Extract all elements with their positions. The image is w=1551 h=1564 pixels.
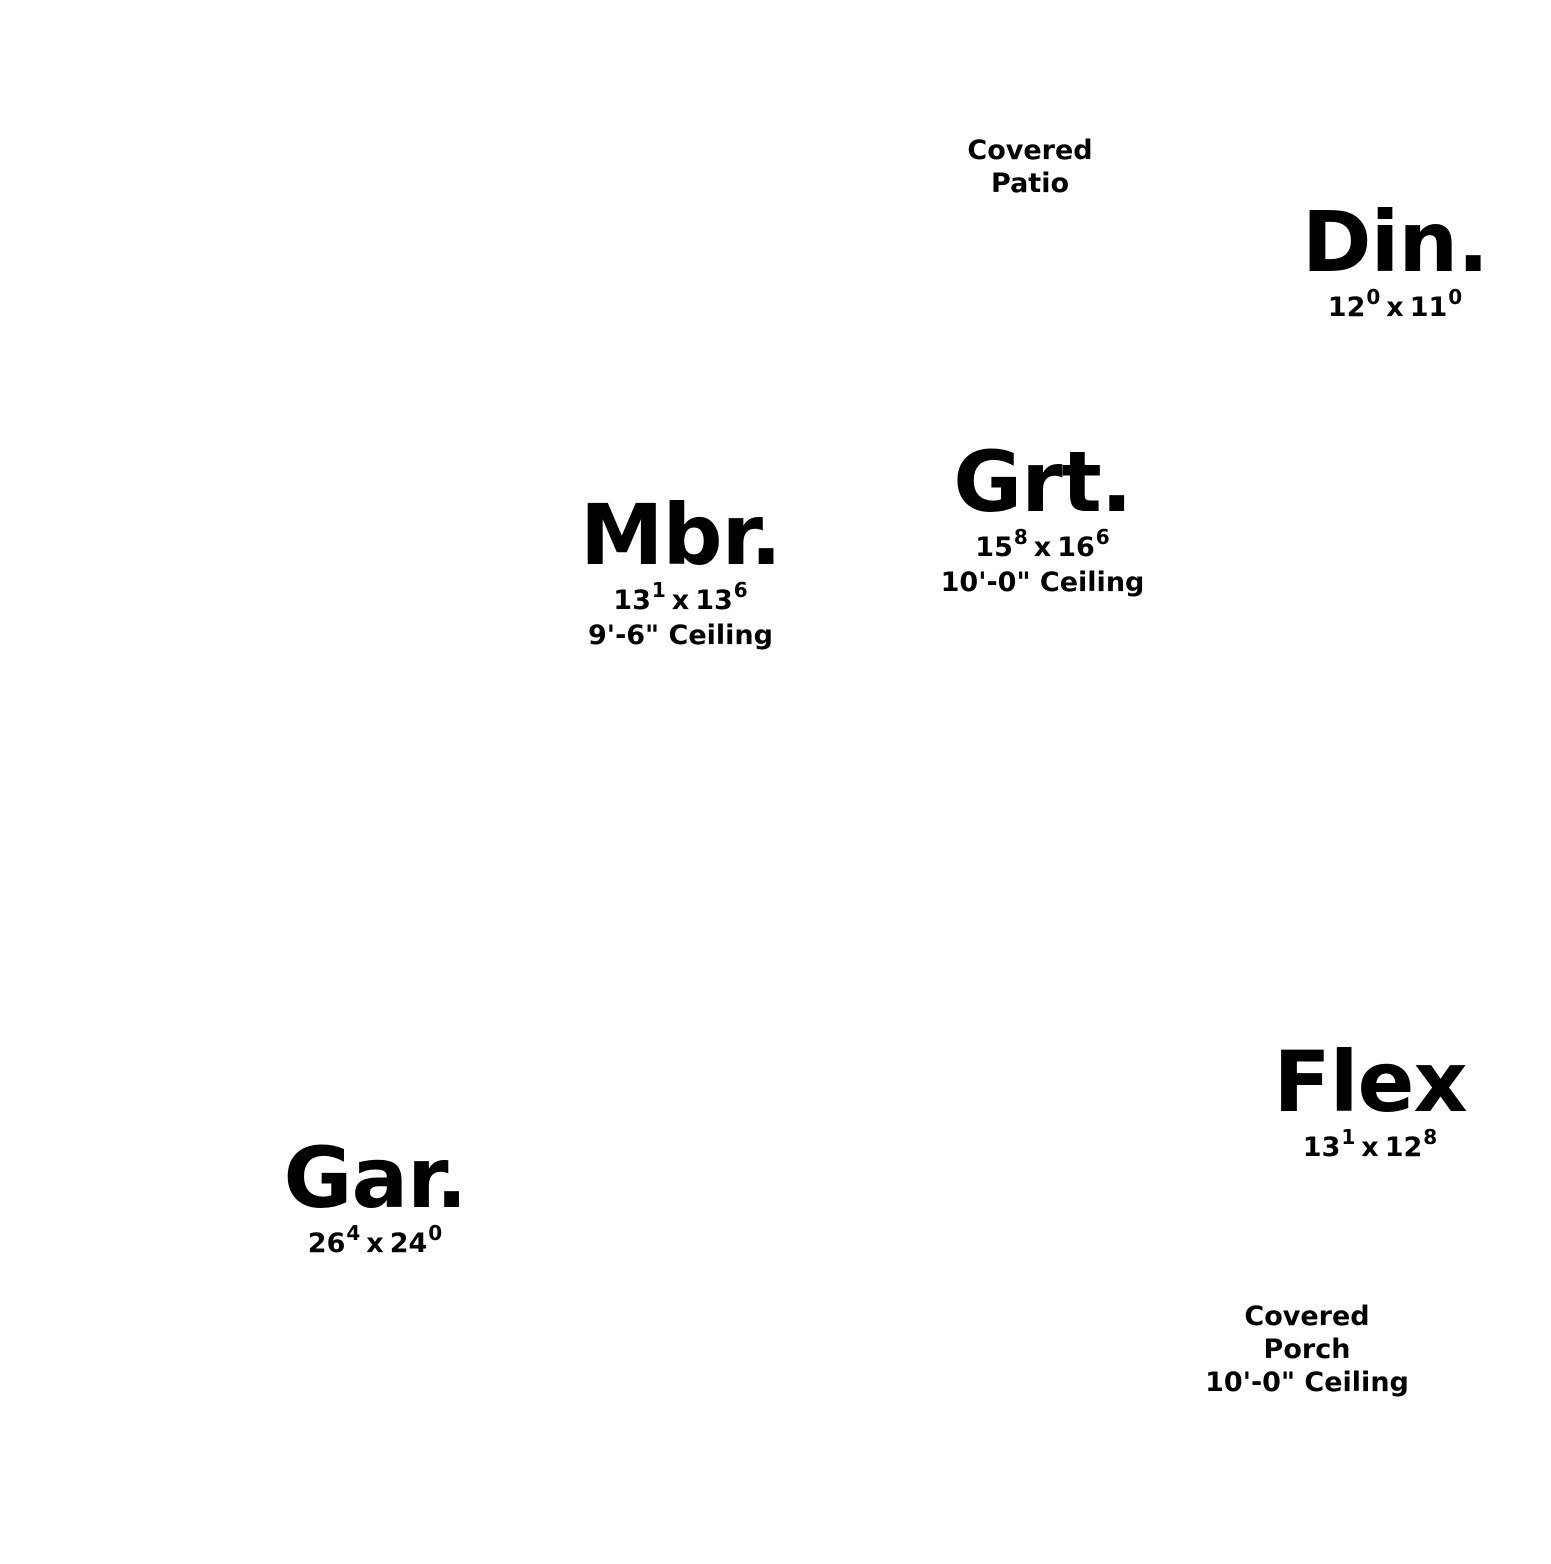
room-name: Mbr. xyxy=(579,486,782,584)
dim-width: 13 xyxy=(613,585,651,616)
covered-patio-label: Covered Patio xyxy=(930,134,1130,200)
dim-width-inches: 0 xyxy=(1366,285,1381,309)
dim-width: 12 xyxy=(1327,292,1366,323)
room-ceiling-height: 10'-0" Ceiling xyxy=(940,567,1145,598)
dim-width-inches: 1 xyxy=(651,578,666,602)
dim-separator: x xyxy=(1033,532,1052,563)
dim-length: 11 xyxy=(1409,292,1448,323)
dim-length-inches: 6 xyxy=(1095,525,1110,549)
dim-width: 13 xyxy=(1302,1132,1341,1163)
dim-width: 26 xyxy=(307,1228,346,1259)
room-ceiling-height: 9'-6" Ceiling xyxy=(588,620,773,651)
dim-separator: x xyxy=(1361,1132,1379,1163)
covered-porch-line1: Covered xyxy=(1244,1301,1370,1332)
dim-width-inches: 8 xyxy=(1013,525,1028,549)
dim-separator: x xyxy=(671,585,690,616)
room-name: Flex xyxy=(1273,1033,1467,1131)
dim-separator: x xyxy=(366,1228,384,1259)
covered-porch-line2: Porch xyxy=(1263,1334,1351,1365)
dim-length: 13 xyxy=(695,585,733,616)
dim-length-inches: 8 xyxy=(1423,1125,1438,1149)
covered-porch-label: Covered Porch 10'-0" Ceiling xyxy=(1182,1300,1432,1399)
dim-length-inches: 6 xyxy=(733,578,748,602)
dim-length: 24 xyxy=(389,1228,428,1259)
room-name: Grt. xyxy=(953,433,1132,531)
room-name: Gar. xyxy=(283,1129,468,1227)
covered-patio-line1: Covered xyxy=(967,135,1093,166)
dim-width: 15 xyxy=(975,532,1013,563)
dim-length: 12 xyxy=(1384,1132,1423,1163)
room-name: Din. xyxy=(1301,193,1489,291)
covered-porch-ceiling: 10'-0" Ceiling xyxy=(1205,1367,1409,1398)
covered-patio-line2: Patio xyxy=(991,168,1069,199)
dim-width-inches: 4 xyxy=(346,1221,361,1245)
dim-length-inches: 0 xyxy=(428,1221,443,1245)
dim-length: 16 xyxy=(1057,532,1095,563)
dim-length-inches: 0 xyxy=(1448,285,1463,309)
dim-separator: x xyxy=(1386,292,1404,323)
dim-width-inches: 1 xyxy=(1341,1125,1356,1149)
